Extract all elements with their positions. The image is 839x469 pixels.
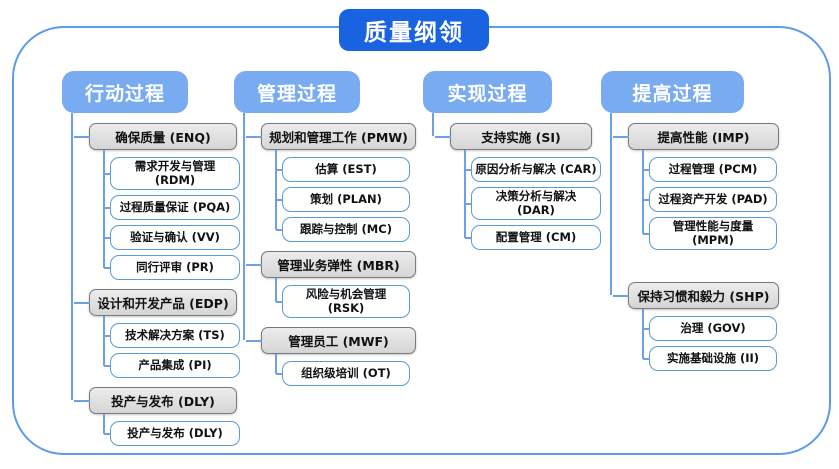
leaf-node[interactable]: 策划 (PLAN) <box>276 187 410 212</box>
column-connector-line <box>610 113 612 295</box>
leaf-node[interactable]: 管理性能与度量 (MPM) <box>643 217 777 251</box>
leaf-node[interactable]: 技术解决方案 (TS) <box>104 323 240 349</box>
process-group: 管理员工 (MWF) 组织级培训 (OT) <box>246 327 416 387</box>
column-connector-line <box>243 113 245 340</box>
group-connector-line <box>642 150 644 234</box>
leaf-list: 需求开发与管理 (RDM) 过程质量保证 (PQA) 验证与确认 (VV) 同行评审 … <box>104 157 240 281</box>
leaf-node[interactable]: 过程管理 (PCM) <box>643 157 777 182</box>
leaf-node[interactable]: 配置管理 (CM) <box>465 225 601 251</box>
leaf-list: 技术解决方案 (TS) 产品集成 (PI) <box>104 323 240 379</box>
group-connector-line <box>103 414 105 434</box>
leaf-list: 投产与发布 (DLY) <box>104 421 240 447</box>
leaf-node[interactable]: 决策分析与解决 (DAR) <box>465 187 601 221</box>
group-node[interactable]: 确保质量 (ENQ) <box>74 123 237 150</box>
process-column-1: 行动过程确保质量 (ENQ) 需求开发与管理 (RDM) 过程质量保证 (PQA) 验… <box>62 71 240 447</box>
group-connector-line <box>275 278 277 302</box>
process-group: 支持实施 (SI) 原因分析与解决 (CAR) 决策分析与解决 (DAR) 配置管理 … <box>435 123 601 251</box>
leaf-list: 组织级培训 (OT) <box>276 361 410 387</box>
leaf-node[interactable]: 风险与机会管理 (RSK) <box>276 285 410 319</box>
column-header[interactable]: 实现过程 <box>423 71 552 113</box>
process-group: 确保质量 (ENQ) 需求开发与管理 (RDM) 过程质量保证 (PQA) 验证与确认… <box>74 123 240 281</box>
group-node[interactable]: 支持实施 (SI) <box>435 123 592 150</box>
group-connector-line <box>103 150 105 268</box>
leaf-node[interactable]: 原因分析与解决 (CAR) <box>465 157 601 182</box>
group-connector-line <box>464 150 466 238</box>
column-header[interactable]: 行动过程 <box>62 71 188 113</box>
group-node[interactable]: 规划和管理工作 (PMW) <box>246 123 416 150</box>
leaf-node[interactable]: 估算 (EST) <box>276 157 410 182</box>
group-node[interactable]: 管理员工 (MWF) <box>246 327 416 355</box>
leaf-list: 原因分析与解决 (CAR) 决策分析与解决 (DAR) 配置管理 (CM) <box>465 157 601 251</box>
process-group: 保持习惯和毅力 (SHP) 治理 (GOV) 实施基础设施 (II) <box>613 282 779 372</box>
group-node[interactable]: 保持习惯和毅力 (SHP) <box>613 282 779 310</box>
column-connector-line <box>432 113 434 136</box>
root-node-title[interactable]: 质量纲领 <box>339 9 489 51</box>
column-header[interactable]: 提高过程 <box>601 71 744 113</box>
process-column-4: 提高过程提高性能 (IMP) 过程管理 (PCM) 过程资产开发 (PAD) 管理性能… <box>601 71 779 372</box>
leaf-node[interactable]: 产品集成 (PI) <box>104 353 240 379</box>
leaf-node[interactable]: 验证与确认 (VV) <box>104 225 240 251</box>
process-column-3: 实现过程支持实施 (SI) 原因分析与解决 (CAR) 决策分析与解决 (DAR) 配… <box>423 71 601 251</box>
leaf-node[interactable]: 投产与发布 (DLY) <box>104 421 240 447</box>
leaf-node[interactable]: 过程质量保证 (PQA) <box>104 195 240 221</box>
process-group: 设计和开发产品 (EDP) 技术解决方案 (TS) 产品集成 (PI) <box>74 289 240 379</box>
group-node[interactable]: 投产与发布 (DLY) <box>74 387 237 415</box>
process-group: 规划和管理工作 (PMW) 估算 (EST) 策划 (PLAN) 跟踪与控制 (MC) <box>246 123 416 242</box>
leaf-list: 估算 (EST) 策划 (PLAN) 跟踪与控制 (MC) <box>276 157 410 242</box>
leaf-list: 过程管理 (PCM) 过程资产开发 (PAD) 管理性能与度量 (MPM) <box>643 157 777 251</box>
column-connector-line <box>71 113 73 400</box>
column-header[interactable]: 管理过程 <box>234 71 360 113</box>
process-group: 提高性能 (IMP) 过程管理 (PCM) 过程资产开发 (PAD) 管理性能与度量 … <box>613 123 779 251</box>
leaf-node[interactable]: 实施基础设施 (II) <box>643 346 777 372</box>
leaf-node[interactable]: 跟踪与控制 (MC) <box>276 217 410 242</box>
process-group: 投产与发布 (DLY) 投产与发布 (DLY) <box>74 387 240 447</box>
leaf-list: 风险与机会管理 (RSK) <box>276 285 410 319</box>
group-connector-line <box>642 309 644 359</box>
group-connector-line <box>103 316 105 366</box>
group-node[interactable]: 提高性能 (IMP) <box>613 123 779 150</box>
leaf-node[interactable]: 过程资产开发 (PAD) <box>643 187 777 212</box>
process-column-2: 管理过程规划和管理工作 (PMW) 估算 (EST) 策划 (PLAN) 跟踪与控制 … <box>234 71 416 387</box>
group-connector-line <box>275 150 277 230</box>
leaf-node[interactable]: 需求开发与管理 (RDM) <box>104 157 240 191</box>
group-node[interactable]: 设计和开发产品 (EDP) <box>74 289 237 317</box>
group-node[interactable]: 管理业务弹性 (MBR) <box>246 251 416 278</box>
leaf-node[interactable]: 同行评审 (PR) <box>104 255 240 281</box>
leaf-list: 治理 (GOV) 实施基础设施 (II) <box>643 316 777 372</box>
leaf-node[interactable]: 组织级培训 (OT) <box>276 361 410 387</box>
leaf-node[interactable]: 治理 (GOV) <box>643 316 777 342</box>
group-connector-line <box>275 354 277 374</box>
process-group: 管理业务弹性 (MBR) 风险与机会管理 (RSK) <box>246 251 416 319</box>
